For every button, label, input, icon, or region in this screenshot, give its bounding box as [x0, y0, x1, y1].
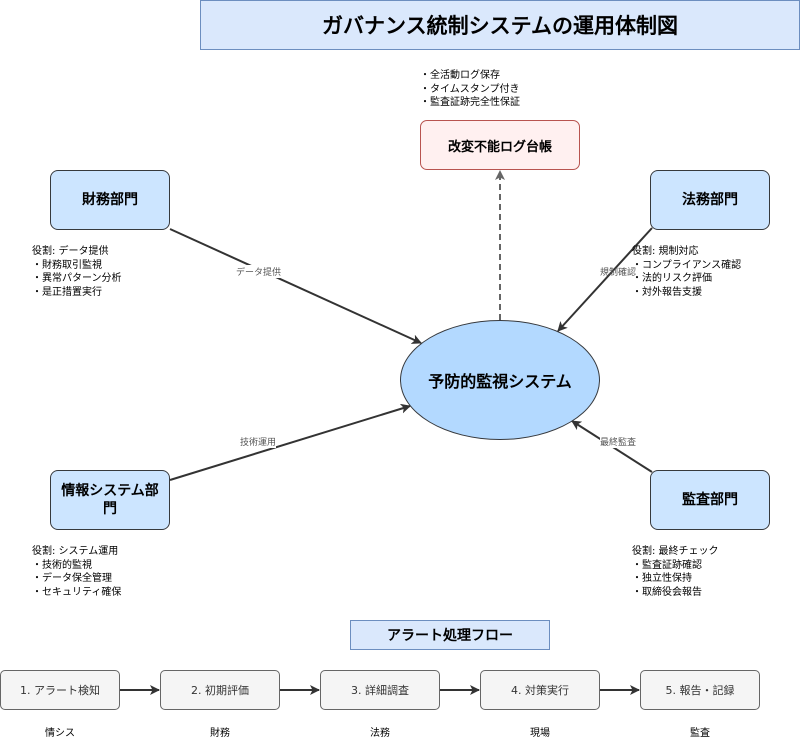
log-ledger-notes: ・全活動ログ保存 ・タイムスタンプ付き ・監査証跡完全性保証 [420, 69, 520, 110]
flow-step-3-owner: 法務 [370, 728, 390, 739]
flow-step-2[interactable]: 2. 初期評価 [160, 670, 280, 710]
audit-dept-node[interactable]: 監査部門 [650, 470, 770, 530]
edge-label-finance: データ提供 [236, 265, 282, 278]
legal-role-notes: 役割: 規制対応 ・コンプライアンス確認 ・法的リスク評価 ・対外報告支援 [632, 245, 741, 299]
finance-item-3: ・是正措置実行 [32, 286, 102, 298]
it-item-3: ・セキュリティ確保 [32, 586, 122, 598]
log-note-1: ・全活動ログ保存 [420, 70, 500, 81]
edge-legal-to-center [557, 227, 653, 332]
flow-step-5-owner: 監査 [690, 728, 710, 739]
flow-step-1[interactable]: 1. アラート検知 [0, 670, 120, 710]
it-role: 役割: システム運用 [32, 546, 119, 557]
audit-role-notes: 役割: 最終チェック ・監査証跡確認 ・独立性保持 ・取締役会報告 [632, 545, 719, 599]
flow-step-3[interactable]: 3. 詳細調査 [320, 670, 440, 710]
page-title: ガバナンス統制システムの運用体制図 [200, 0, 800, 50]
finance-role: 役割: データ提供 [32, 246, 109, 257]
flow-step-4[interactable]: 4. 対策実行 [480, 670, 600, 710]
alert-flow-title: アラート処理フロー [350, 620, 550, 650]
it-item-2: ・データ保全管理 [32, 573, 112, 584]
flow-step-1-owner: 情シス [45, 728, 75, 739]
flow-step-5[interactable]: 5. 報告・記録 [640, 670, 760, 710]
audit-item-3: ・取締役会報告 [632, 586, 702, 598]
log-ledger-node[interactable]: 改変不能ログ台帳 [420, 120, 580, 170]
audit-role: 役割: 最終チェック [632, 546, 719, 557]
it-item-1: ・技術的監視 [32, 559, 92, 571]
finance-dept-node[interactable]: 財務部門 [50, 170, 170, 230]
center-monitoring-system-node[interactable]: 予防的監視システム [400, 320, 600, 440]
legal-dept-node[interactable]: 法務部門 [650, 170, 770, 230]
edge-label-it: 技術運用 [240, 435, 277, 448]
finance-item-2: ・異常パターン分析 [32, 273, 122, 284]
edge-label-legal: 規制確認 [600, 268, 637, 278]
legal-item-2: ・法的リスク評価 [632, 273, 712, 284]
edge-finance-to-center [169, 228, 422, 344]
log-note-2: ・タイムスタンプ付き [420, 83, 520, 95]
legal-item-1: ・コンプライアンス確認 [632, 259, 742, 271]
finance-role-notes: 役割: データ提供 ・財務取引監視 ・異常パターン分析 ・是正措置実行 [32, 245, 122, 299]
flow-step-4-owner: 現場 [530, 728, 550, 739]
flow-step-2-owner: 財務 [210, 728, 230, 739]
finance-item-1: ・財務取引監視 [32, 259, 102, 271]
audit-item-1: ・監査証跡確認 [632, 559, 702, 571]
it-dept-node[interactable]: 情報システム部門 [50, 470, 170, 530]
log-note-3: ・監査証跡完全性保証 [420, 97, 520, 108]
it-role-notes: 役割: システム運用 ・技術的監視 ・データ保全管理 ・セキュリティ確保 [32, 545, 121, 599]
legal-item-3: ・対外報告支援 [632, 286, 702, 298]
audit-item-2: ・独立性保持 [632, 573, 692, 584]
edge-label-audit: 最終監査 [600, 435, 637, 448]
edge-it-to-center [169, 403, 411, 481]
legal-role: 役割: 規制対応 [632, 246, 699, 257]
